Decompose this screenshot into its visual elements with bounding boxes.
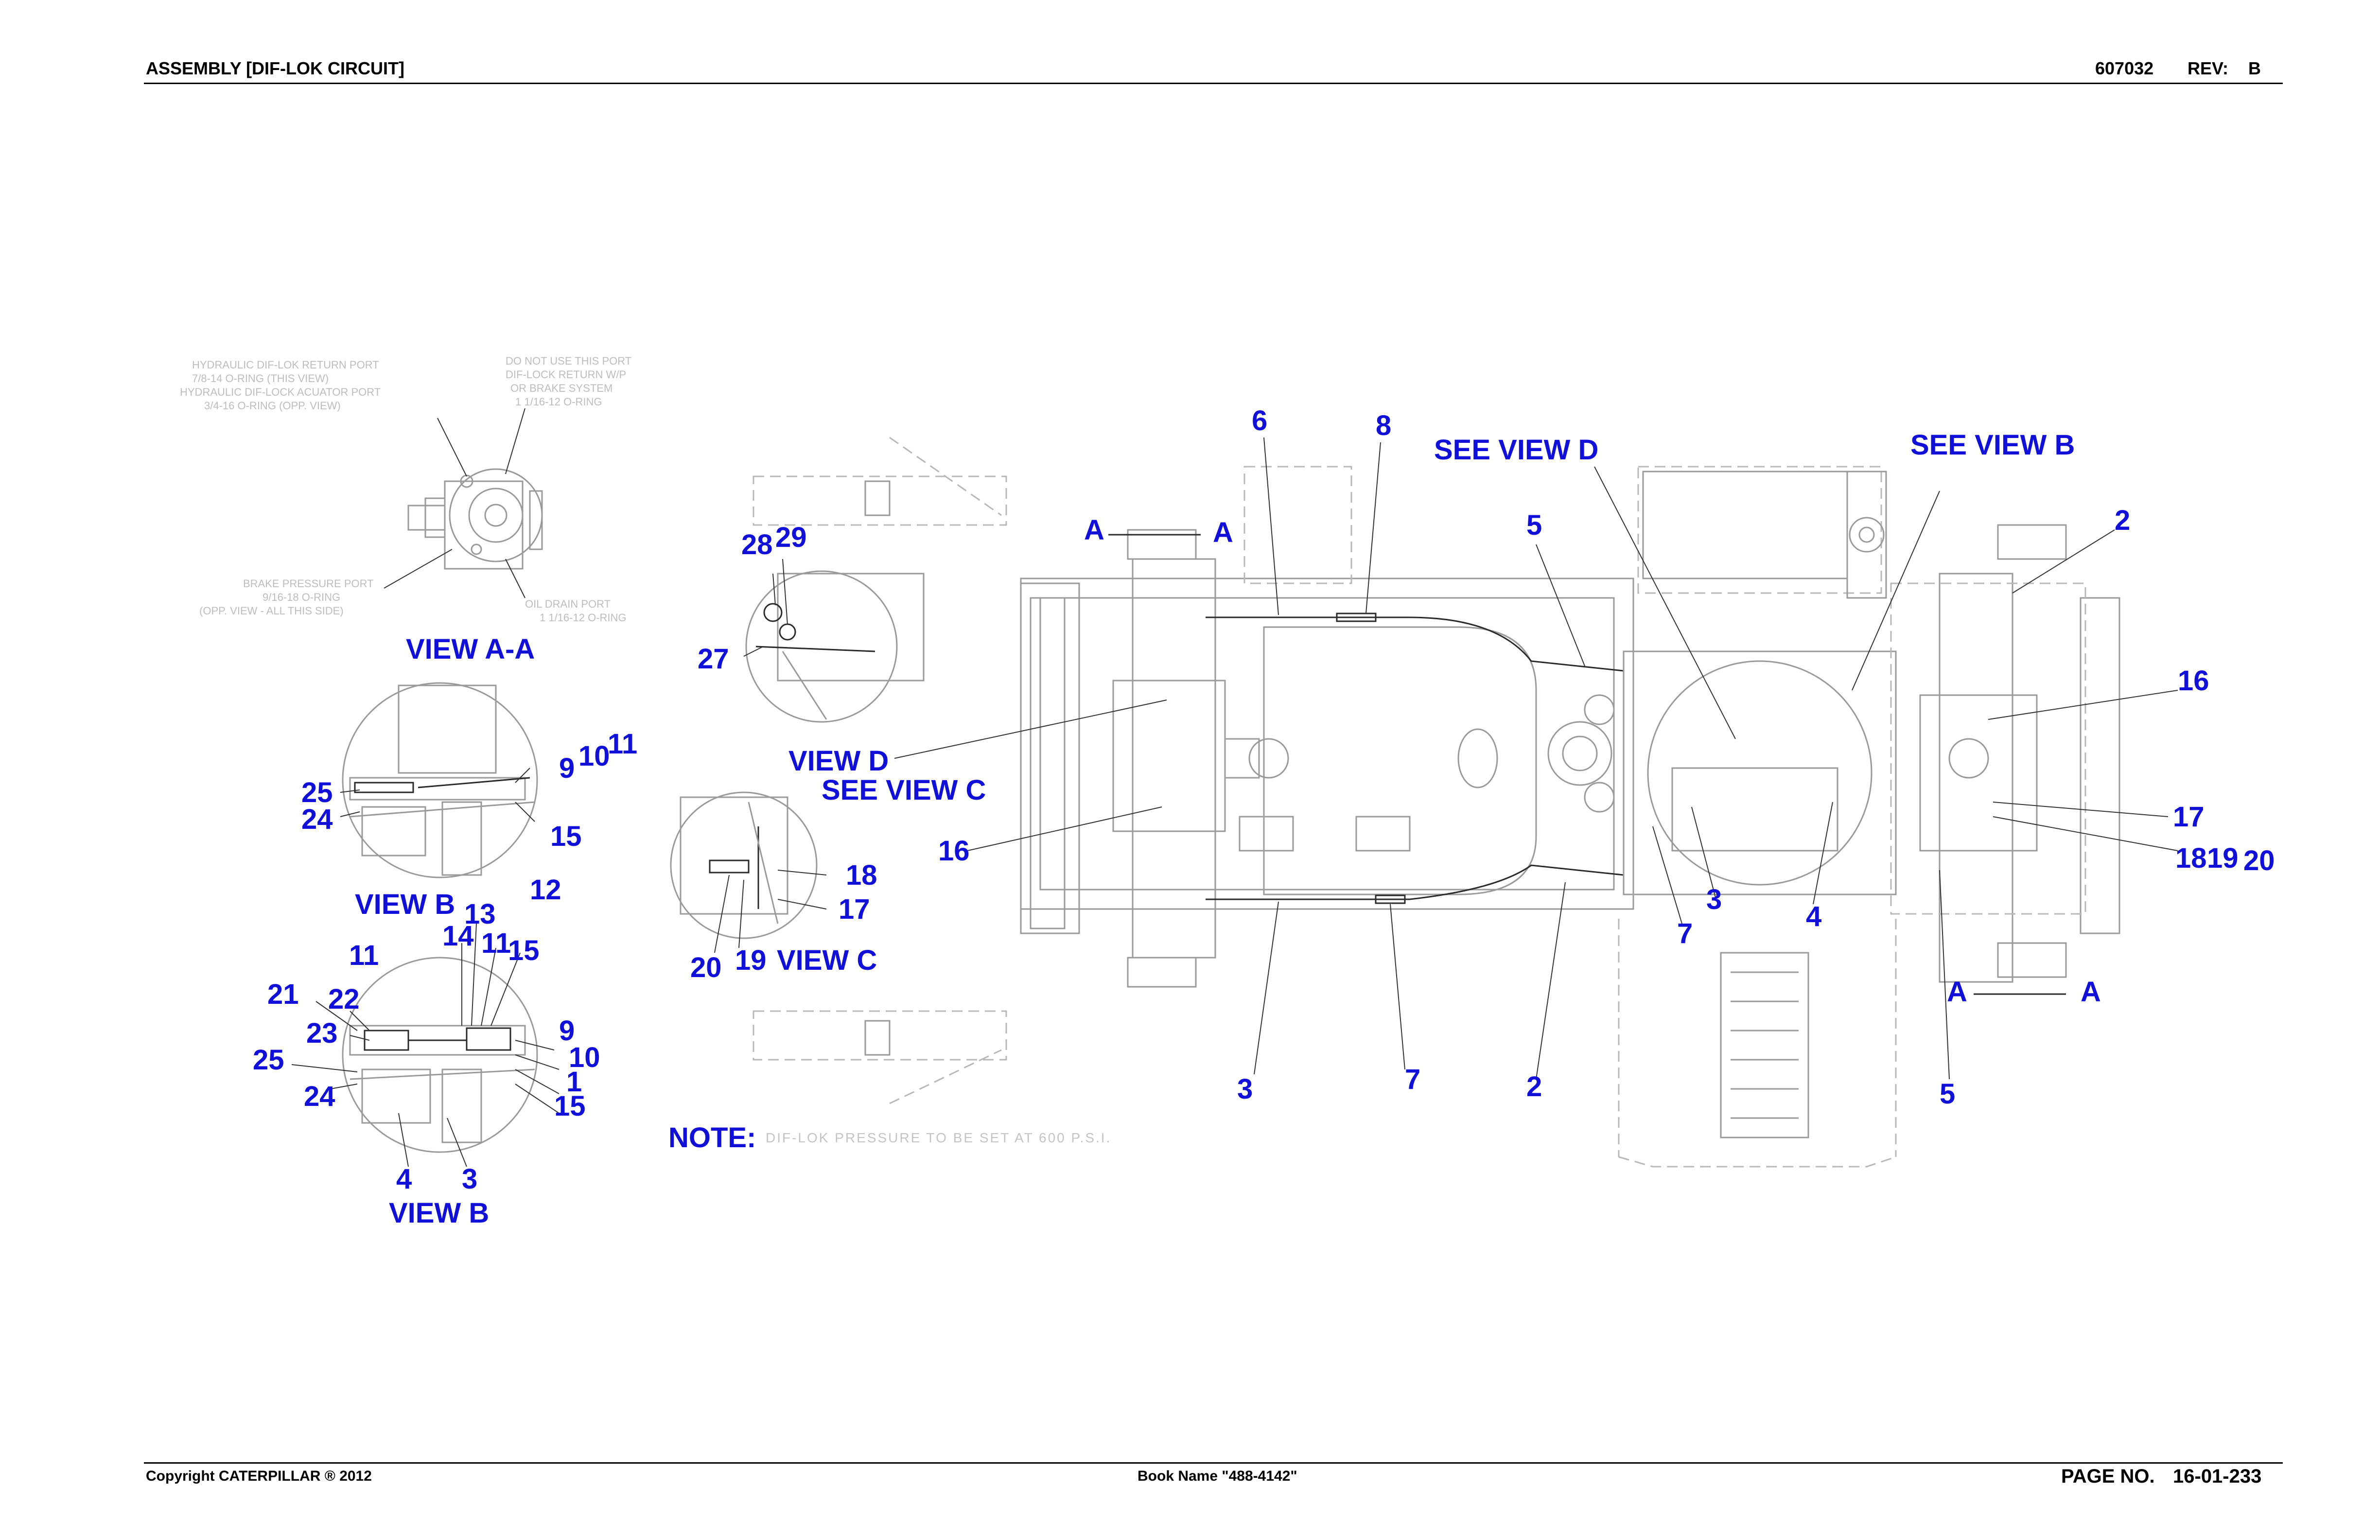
callout-3b: 3 xyxy=(1706,884,1722,915)
page-number-label: PAGE NO. xyxy=(2061,1466,2155,1487)
section-a-mark-2: A xyxy=(1213,517,1233,548)
chassis-top-view xyxy=(752,437,2120,1168)
callout-15: 15 xyxy=(550,821,582,852)
svg-text:HYDRAULIC DIF-LOK RETURN PORT: HYDRAULIC DIF-LOK RETURN PORT xyxy=(192,359,379,371)
see-view-c-label: SEE VIEW C xyxy=(822,774,986,806)
section-a-mark-1: A xyxy=(1084,514,1104,546)
svg-text:(OPP. VIEW - ALL THIS SIDE): (OPP. VIEW - ALL THIS SIDE) xyxy=(199,605,344,617)
callout-29: 29 xyxy=(775,522,807,553)
section-a-mark-4: A xyxy=(2081,976,2101,1008)
callout-17b: 17 xyxy=(2173,801,2205,833)
callout-numbers: 9 10 11 25 24 15 12 13 14 11 15 11 21 22… xyxy=(253,405,2275,1195)
callout-23: 23 xyxy=(306,1017,338,1049)
axle-detail-view-aa xyxy=(384,408,543,598)
callout-20: 20 xyxy=(690,952,722,983)
callout-11: 11 xyxy=(608,728,637,760)
view-d-label: VIEW D xyxy=(788,745,889,777)
callout-9: 9 xyxy=(559,752,575,784)
callout-19b: 19 xyxy=(2207,842,2239,874)
callout-2b: 2 xyxy=(1526,1071,1542,1102)
svg-text:OIL DRAIN PORT: OIL DRAIN PORT xyxy=(525,598,611,610)
callout-6: 6 xyxy=(1252,405,1267,437)
copyright-text: Copyright CATERPILLAR ® 2012 xyxy=(146,1468,372,1484)
view-b-label-lower: VIEW B xyxy=(389,1197,489,1229)
book-name: Book Name "488-4142" xyxy=(1138,1468,1297,1484)
view-d-detail xyxy=(743,559,925,723)
callout-25: 25 xyxy=(301,777,333,808)
view-c-detail xyxy=(670,791,827,953)
view-b-upper-detail xyxy=(340,682,538,878)
svg-text:HYDRAULIC DIF-LOCK ACUATOR POR: HYDRAULIC DIF-LOCK ACUATOR PORT xyxy=(180,386,381,398)
callout-15b: 15 xyxy=(508,935,540,966)
svg-text:DO NOT USE THIS PORT: DO NOT USE THIS PORT xyxy=(506,355,631,367)
callout-leaders xyxy=(894,437,2178,1080)
callout-13: 13 xyxy=(464,898,496,930)
callout-10: 10 xyxy=(578,740,610,772)
callout-18: 18 xyxy=(846,859,877,891)
page-number-value: 16-01-233 xyxy=(2173,1466,2262,1487)
callout-20b: 20 xyxy=(2243,845,2275,876)
port-notes-left-top: HYDRAULIC DIF-LOK RETURN PORT 7/8-14 O-R… xyxy=(180,359,381,412)
callout-12: 12 xyxy=(530,874,561,906)
note-label: NOTE: xyxy=(668,1122,756,1154)
svg-text:BRAKE PRESSURE PORT: BRAKE PRESSURE PORT xyxy=(243,578,374,590)
svg-text:DIF-LOCK RETURN W/P: DIF-LOCK RETURN W/P xyxy=(506,368,626,381)
svg-text:OR BRAKE SYSTEM: OR BRAKE SYSTEM xyxy=(510,382,612,394)
callout-16: 16 xyxy=(938,835,970,867)
callout-18b: 18 xyxy=(2175,842,2207,874)
view-b-lower-detail xyxy=(291,923,560,1167)
callout-28: 28 xyxy=(741,529,773,560)
callout-3c: 3 xyxy=(1237,1073,1253,1105)
callout-16b: 16 xyxy=(2178,665,2209,697)
svg-text:1 1/16-12 O-RING: 1 1/16-12 O-RING xyxy=(515,396,602,408)
svg-text:7/8-14 O-RING (THIS VIEW): 7/8-14 O-RING (THIS VIEW) xyxy=(192,372,329,385)
callout-25b: 25 xyxy=(253,1044,284,1076)
callout-19: 19 xyxy=(735,945,767,976)
revision-label: REV: xyxy=(2188,58,2229,78)
callout-14: 14 xyxy=(442,920,474,952)
see-view-d-label: SEE VIEW D xyxy=(1434,434,1598,466)
header-rule xyxy=(144,83,2283,84)
view-aa-label: VIEW A-A xyxy=(406,633,535,665)
callout-9b: 9 xyxy=(559,1015,575,1047)
callout-1: 1 xyxy=(566,1066,582,1098)
callout-7: 7 xyxy=(1405,1064,1420,1095)
port-notes-left-bottom: BRAKE PRESSURE PORT 9/16-18 O-RING (OPP.… xyxy=(199,578,374,617)
callout-5: 5 xyxy=(1526,509,1542,541)
callout-8: 8 xyxy=(1376,410,1391,441)
callout-15c: 15 xyxy=(554,1090,586,1122)
callout-17: 17 xyxy=(839,893,870,925)
see-view-b-label: SEE VIEW B xyxy=(1910,429,2075,461)
callout-21: 21 xyxy=(267,979,299,1010)
svg-text:3/4-16 O-RING (OPP. VIEW): 3/4-16 O-RING (OPP. VIEW) xyxy=(204,400,341,412)
callout-11c: 11 xyxy=(349,940,379,971)
callout-2: 2 xyxy=(2115,505,2130,536)
port-notes-right-top: DO NOT USE THIS PORT DIF-LOCK RETURN W/P… xyxy=(506,355,631,408)
callout-4b: 4 xyxy=(1806,901,1821,932)
footer-rule xyxy=(144,1462,2283,1464)
svg-text:9/16-18 O-RING: 9/16-18 O-RING xyxy=(262,591,340,603)
callout-27: 27 xyxy=(698,643,729,675)
callout-5b: 5 xyxy=(1940,1078,1955,1110)
callout-24b: 24 xyxy=(304,1081,335,1112)
port-notes-right-bottom: OIL DRAIN PORT 1 1/16-12 O-RING xyxy=(525,598,627,624)
revision-value: B xyxy=(2248,58,2261,78)
document-title: ASSEMBLY [DIF-LOK CIRCUIT] xyxy=(146,58,405,78)
callout-11b: 11 xyxy=(481,928,511,959)
callout-22: 22 xyxy=(328,983,360,1015)
view-c-label: VIEW C xyxy=(777,945,877,976)
section-a-mark-3: A xyxy=(1947,976,1967,1008)
note-text: DIF-LOK PRESSURE TO BE SET AT 600 P.S.I. xyxy=(766,1130,1111,1145)
part-number: 607032 xyxy=(2095,58,2154,78)
svg-text:1 1/16-12 O-RING: 1 1/16-12 O-RING xyxy=(540,612,627,624)
callout-24: 24 xyxy=(301,804,333,835)
callout-10b: 10 xyxy=(569,1042,600,1073)
callout-4: 4 xyxy=(396,1163,412,1195)
view-b-label-upper: VIEW B xyxy=(355,889,455,920)
callout-7b: 7 xyxy=(1677,918,1693,949)
callout-3: 3 xyxy=(462,1163,477,1195)
